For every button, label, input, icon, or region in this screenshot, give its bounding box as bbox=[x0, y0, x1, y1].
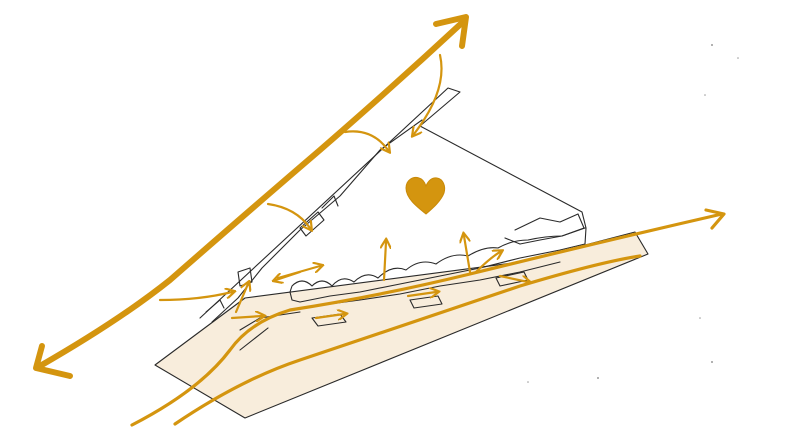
branch-arrows bbox=[160, 55, 442, 300]
paper-specks bbox=[527, 44, 739, 383]
heart-icon bbox=[406, 177, 445, 214]
